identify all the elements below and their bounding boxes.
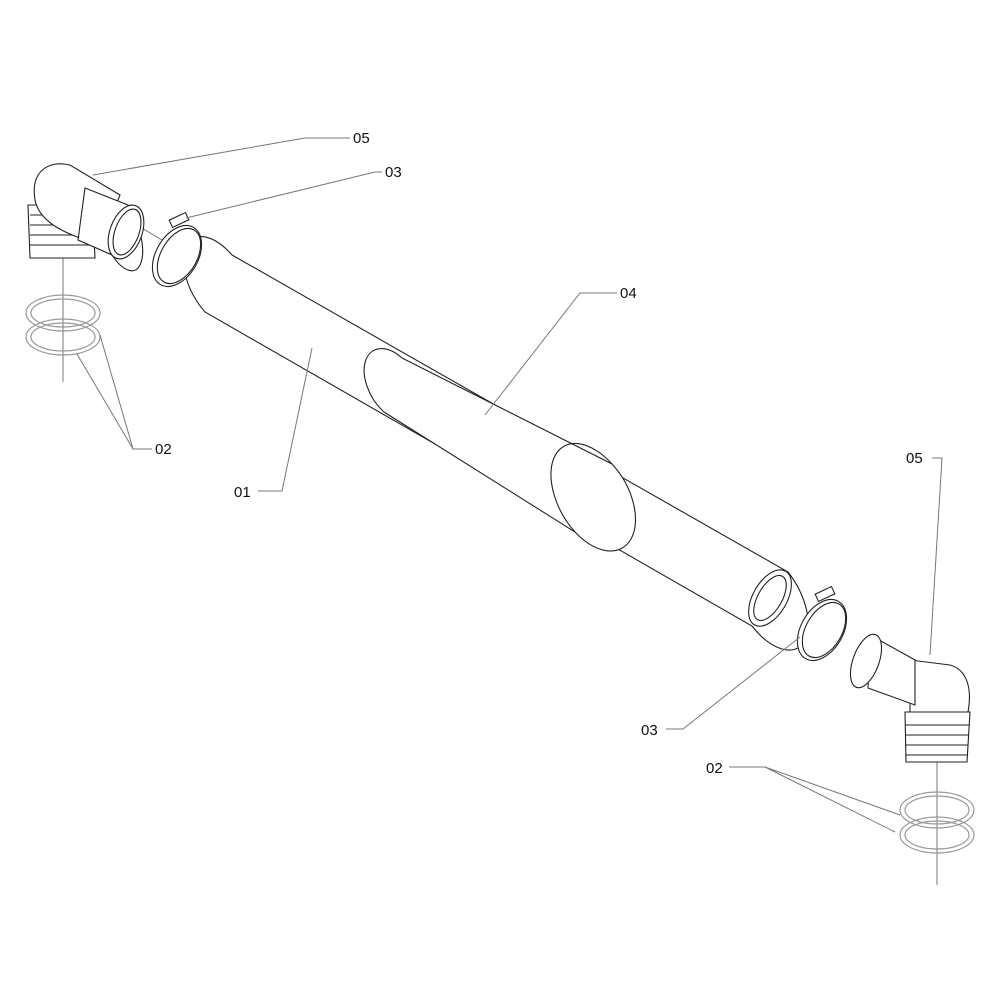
seal-rings-part-02-left xyxy=(25,294,101,356)
callout-label-04: 04 xyxy=(620,285,637,302)
elbow-part-05-top xyxy=(27,163,145,272)
sleeve-part-04 xyxy=(363,348,637,552)
callout-label-05-bottom: 05 xyxy=(906,450,923,467)
callout-label-03-bottom: 03 xyxy=(641,722,658,739)
callout-label-02-right: 02 xyxy=(706,760,723,777)
callout-label-03-top: 03 xyxy=(385,164,402,181)
elbow-part-05-bottom xyxy=(849,633,971,763)
callout-label-01: 01 xyxy=(234,484,251,501)
seal-rings-part-02-right xyxy=(899,791,975,854)
clamp-part-03-bottom xyxy=(796,585,848,661)
callout-label-02-left: 02 xyxy=(155,441,172,458)
clamp-part-03-top xyxy=(151,211,203,287)
leader-lines xyxy=(76,137,943,833)
callout-label-05-top: 05 xyxy=(353,130,370,147)
